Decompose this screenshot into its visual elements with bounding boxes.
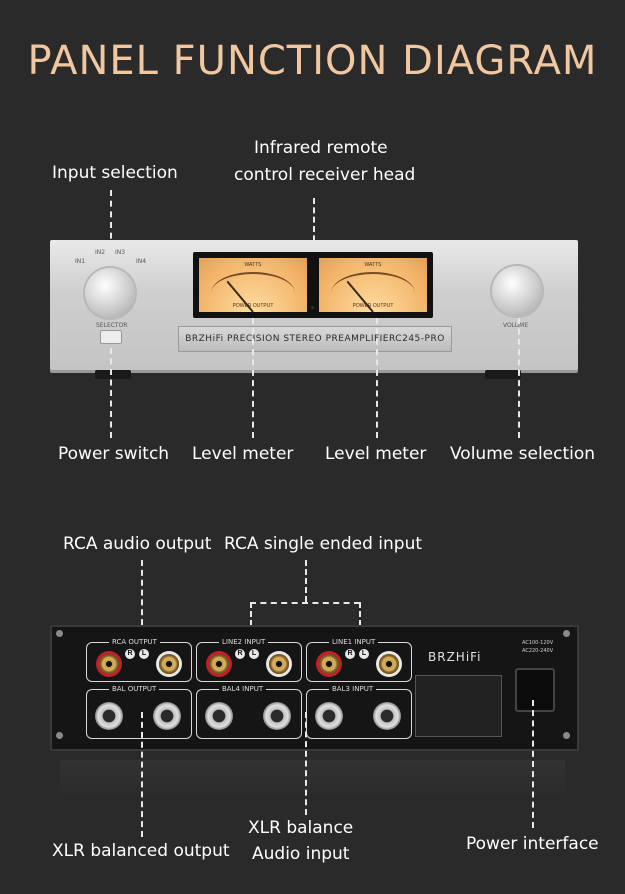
xlr-output-right-jack[interactable] bbox=[95, 702, 123, 730]
r-marker: R bbox=[125, 649, 135, 659]
label-xlr-balance-line1: XLR balance bbox=[248, 818, 354, 838]
r-marker: R bbox=[235, 649, 245, 659]
reflection bbox=[60, 760, 565, 800]
label-power-interface: Power interface bbox=[466, 834, 599, 854]
l-marker: L bbox=[359, 649, 369, 659]
callout-line-input bbox=[110, 190, 112, 260]
bal4-right-jack[interactable] bbox=[205, 702, 233, 730]
voltage-label-2: AC220-240V bbox=[522, 648, 554, 654]
meter-left-scale bbox=[211, 272, 295, 314]
line1-left-jack[interactable] bbox=[379, 654, 399, 674]
rca-output-right-jack[interactable] bbox=[99, 654, 119, 674]
label-volume-selection: Volume selection bbox=[450, 444, 596, 464]
power-switch-button[interactable] bbox=[100, 330, 122, 344]
bal3-left-jack[interactable] bbox=[373, 702, 401, 730]
spec-plate bbox=[415, 675, 502, 737]
screw bbox=[56, 732, 63, 739]
line2-left-jack[interactable] bbox=[269, 654, 289, 674]
line2-right-jack[interactable] bbox=[209, 654, 229, 674]
callout-line-meter-left bbox=[252, 318, 254, 438]
meter-right-bottom-text: POWER OUTPUT bbox=[352, 303, 394, 309]
rca-output-title: RCA OUTPUT bbox=[109, 638, 160, 646]
meter-right-top-text: WATTS bbox=[364, 262, 382, 268]
rear-brand-logo: BRZHiFi bbox=[428, 650, 482, 664]
bal4-left-jack[interactable] bbox=[263, 702, 291, 730]
meter-left-top-text: WATTS bbox=[244, 262, 262, 268]
xlr-output-left-jack[interactable] bbox=[153, 702, 181, 730]
callout-line-rca-out bbox=[141, 560, 143, 635]
callout-line-rca-in-left bbox=[250, 602, 252, 635]
label-rca-single-ended-input: RCA single ended input bbox=[224, 534, 423, 554]
bal3-input-group: BAL3 INPUT bbox=[306, 685, 412, 739]
l-marker: L bbox=[249, 649, 259, 659]
callout-line-power-interface bbox=[532, 700, 534, 828]
label-input-selection: Input selection bbox=[52, 163, 178, 183]
front-foot-right bbox=[485, 370, 521, 379]
meter-right-scale bbox=[331, 272, 415, 314]
label-xlr-balance-line2: Audio input bbox=[252, 844, 350, 864]
callout-line-xlr-in bbox=[305, 712, 307, 815]
bal4-input-title: BAL4 INPUT bbox=[219, 685, 267, 693]
callout-line-rca-in-bar bbox=[250, 602, 360, 604]
bal4-input-group: BAL4 INPUT bbox=[196, 685, 302, 739]
label-rca-audio-output: RCA audio output bbox=[63, 534, 212, 554]
label-xlr-balanced-output: XLR balanced output bbox=[52, 841, 230, 861]
r-marker: R bbox=[345, 649, 355, 659]
label-power-switch: Power switch bbox=[58, 444, 170, 464]
bal-output-group: BAL OUTPUT bbox=[86, 685, 192, 739]
line1-right-jack[interactable] bbox=[319, 654, 339, 674]
line1-input-group: LINE1 INPUT R L bbox=[306, 638, 412, 682]
bal3-right-jack[interactable] bbox=[315, 702, 343, 730]
level-meter-right: WATTS POWER OUTPUT bbox=[319, 258, 427, 314]
rca-output-group: RCA OUTPUT R L bbox=[86, 638, 192, 682]
screw bbox=[563, 732, 570, 739]
volume-knob[interactable] bbox=[492, 266, 542, 316]
meter-left-bottom-text: POWER OUTPUT bbox=[232, 303, 274, 309]
line2-input-group: LINE2 INPUT R L bbox=[196, 638, 302, 682]
volume-label: VOLUME bbox=[503, 322, 529, 329]
callout-line-rca-in-stem bbox=[305, 560, 307, 602]
voltage-label-1: AC100-120V bbox=[522, 640, 554, 646]
in4-label: IN4 bbox=[136, 258, 147, 265]
ir-receiver bbox=[311, 306, 314, 309]
bal3-input-title: BAL3 INPUT bbox=[329, 685, 377, 693]
screw bbox=[563, 630, 570, 637]
in3-label: IN3 bbox=[115, 249, 126, 256]
rca-output-left-jack[interactable] bbox=[159, 654, 179, 674]
label-ir-line2: control receiver head bbox=[234, 165, 416, 185]
power-socket[interactable] bbox=[515, 668, 555, 712]
selector-label: SELECTOR bbox=[96, 322, 128, 329]
callout-line-meter-right bbox=[376, 318, 378, 438]
callout-line-power bbox=[110, 348, 112, 438]
label-level-meter-right: Level meter bbox=[325, 444, 427, 464]
brand-bar: BRZHiFi PRECISION STEREO PREAMPLIFIERC24… bbox=[178, 326, 452, 352]
callout-line-ir bbox=[313, 198, 315, 260]
line1-input-title: LINE1 INPUT bbox=[329, 638, 379, 646]
front-foot-left bbox=[95, 370, 131, 379]
screw bbox=[56, 630, 63, 637]
level-meter-left: WATTS POWER OUTPUT bbox=[199, 258, 307, 314]
line2-input-title: LINE2 INPUT bbox=[219, 638, 269, 646]
in1-label: IN1 bbox=[75, 258, 86, 265]
callout-line-rca-in-right bbox=[359, 602, 361, 635]
callout-line-xlr-out bbox=[141, 712, 143, 837]
bal-output-title: BAL OUTPUT bbox=[109, 685, 160, 693]
l-marker: L bbox=[139, 649, 149, 659]
in2-label: IN2 bbox=[95, 249, 106, 256]
label-level-meter-left: Level meter bbox=[192, 444, 294, 464]
label-ir-line1: Infrared remote bbox=[254, 138, 388, 158]
meter-window: WATTS POWER OUTPUT WATTS POWER OUTPUT bbox=[193, 252, 433, 318]
callout-line-volume bbox=[518, 318, 520, 438]
page-title: PANEL FUNCTION DIAGRAM bbox=[27, 38, 598, 84]
selector-knob[interactable] bbox=[85, 268, 135, 318]
